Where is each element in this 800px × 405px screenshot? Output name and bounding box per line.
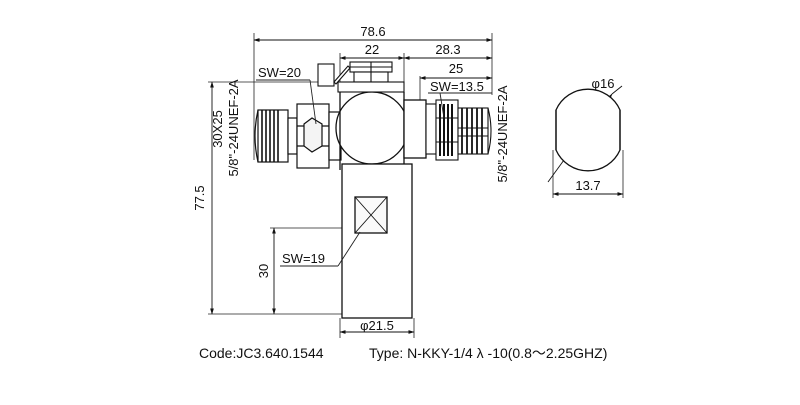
dim-body-diameter: φ21.5: [360, 318, 394, 333]
dim-right-thread-length: 25: [449, 61, 463, 76]
central-body: [335, 91, 427, 170]
dim-end-flat: 13.7: [575, 178, 600, 193]
label-sw-lower: SW=19: [282, 251, 325, 266]
top-nut: [317, 61, 405, 93]
dimension-lines: [210, 38, 624, 334]
label-sw-left: SW=20: [258, 65, 301, 80]
label-sw-right: SW=13.5: [430, 79, 484, 94]
footer-type: Type: N-KKY-1/4 λ -10(0.8～2.25GHZ): [369, 345, 607, 361]
left-threaded-connector: [254, 103, 342, 169]
dim-overall-length: 78.6: [360, 24, 385, 39]
label-thread-right: 5/8"-24UNEF-2A: [495, 85, 510, 182]
dim-right-extent: 28.3: [435, 42, 460, 57]
dim-body-width: 22: [365, 42, 379, 57]
end-view: [555, 88, 621, 172]
dim-end-diameter: φ16: [592, 76, 615, 91]
label-thread-left: 5/8"-24UNEF-2A: [226, 79, 241, 176]
right-threaded-connector: [425, 99, 492, 161]
lower-body: [341, 163, 413, 319]
dim-lower-height: 30: [256, 264, 271, 278]
leader-lines: [256, 79, 492, 267]
footer-code: Code:JC3.640.1544: [199, 345, 324, 361]
dim-overall-height: 77.5: [192, 185, 207, 210]
label-thread-size: 30X25: [210, 110, 225, 148]
